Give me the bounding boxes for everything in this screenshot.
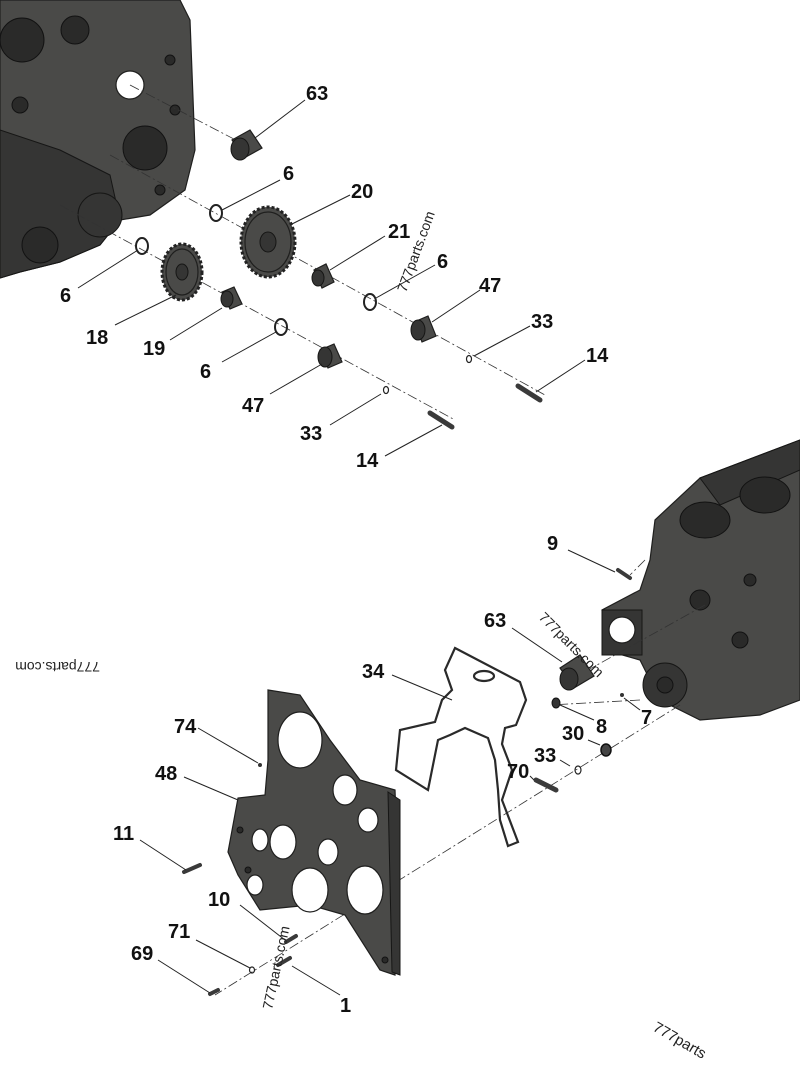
part-20-gear-large	[239, 205, 297, 279]
part-63-bushing-bottom	[559, 654, 595, 691]
callout-6-a: 6	[283, 163, 294, 185]
callout-6-c: 6	[60, 285, 71, 307]
watermark-4: 777parts.com	[259, 924, 292, 1010]
part-14-bolt-b	[427, 410, 455, 430]
callout-6-b: 6	[437, 251, 448, 273]
part-1-dowel	[276, 956, 292, 967]
callout-14-a: 14	[586, 345, 609, 367]
part-34-gasket	[394, 646, 528, 848]
part-30-seal	[600, 743, 612, 757]
part-74-pin	[258, 763, 262, 767]
part-33-washer-b	[382, 385, 390, 395]
callout-63-bottom: 63	[484, 610, 506, 632]
callout-33-b: 33	[300, 423, 322, 445]
part-6-o-ring-b	[363, 293, 377, 311]
part-70-bolt	[533, 777, 559, 793]
part-71-washer	[248, 966, 256, 974]
watermark-5: 777parts	[650, 1019, 709, 1063]
watermark-2: 777parts.com	[15, 659, 100, 675]
callout-69: 69	[131, 943, 153, 965]
part-47-hub-a	[410, 315, 437, 343]
callout-33-c: 33	[534, 745, 556, 767]
part-48-gear-cover	[227, 689, 401, 976]
part-6-o-ring-d	[274, 318, 288, 336]
callout-48: 48	[155, 763, 177, 785]
part-19-bushing	[220, 286, 243, 310]
callout-74: 74	[174, 716, 197, 738]
part-33-washer-c	[574, 765, 582, 775]
callout-6-d: 6	[200, 361, 211, 383]
callout-47-a: 47	[479, 275, 501, 297]
callout-34: 34	[362, 661, 385, 683]
callout-7: 7	[641, 707, 652, 729]
callout-8: 8	[596, 716, 607, 738]
part-69-screw	[208, 988, 220, 996]
callout-47-b: 47	[242, 395, 264, 417]
part-6-o-ring-a	[209, 204, 223, 222]
callout-71: 71	[168, 921, 190, 943]
part-47-hub-b	[317, 343, 343, 369]
part-8-plug	[551, 697, 561, 709]
part-9-dowel-pin	[616, 568, 632, 580]
callout-1: 1	[340, 995, 351, 1017]
callout-30: 30	[562, 723, 584, 745]
part-33-washer-a	[465, 354, 473, 364]
callout-63-top: 63	[306, 83, 328, 105]
callout-18: 18	[86, 327, 108, 349]
part-10-pin	[284, 934, 298, 944]
callout-70: 70	[507, 761, 529, 783]
engine-block-lower	[601, 439, 800, 721]
part-21-bushing	[311, 263, 335, 289]
callout-labels: 63 6 20 21 6 47 33 14 6 18 19 6 47 33 14…	[60, 83, 652, 1017]
part-14-bolt-a	[515, 383, 543, 403]
callout-9: 9	[547, 533, 558, 555]
callout-14-b: 14	[356, 450, 379, 472]
callout-19: 19	[143, 338, 165, 360]
leader-lines-bottom	[139, 549, 641, 996]
part-7-pin	[620, 693, 624, 697]
part-6-o-ring-c	[135, 237, 149, 255]
leader-lines-top	[77, 99, 586, 457]
part-63-bushing-top	[230, 129, 263, 161]
part-18-gear-small	[160, 242, 204, 302]
engine-block-upper	[0, 0, 196, 279]
part-11-stud	[182, 863, 202, 874]
callout-20: 20	[351, 181, 373, 203]
callout-21: 21	[388, 221, 410, 243]
callout-11: 11	[113, 823, 134, 845]
callout-10: 10	[208, 889, 230, 911]
callout-33-a: 33	[531, 311, 553, 333]
